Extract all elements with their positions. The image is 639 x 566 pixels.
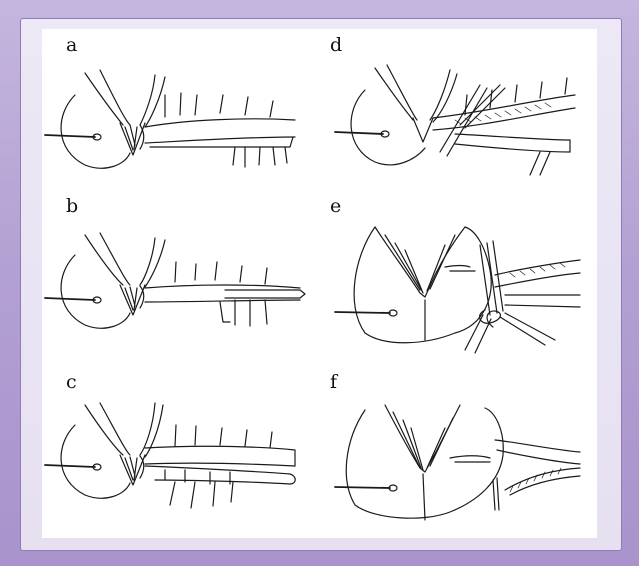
- illustration-b: [45, 230, 315, 340]
- illustration-e: [315, 215, 585, 355]
- panel-label-a: a: [66, 36, 77, 55]
- panel-label-c: c: [66, 373, 77, 392]
- illustration-d: [315, 60, 585, 180]
- illustration-c: [45, 400, 315, 520]
- panel-label-b: b: [66, 197, 78, 216]
- illustration-a: [45, 65, 305, 175]
- panel-label-e: e: [330, 197, 341, 216]
- panel-label-d: d: [330, 36, 342, 55]
- illustration-f: [315, 400, 585, 525]
- panel-label-f: f: [330, 373, 337, 392]
